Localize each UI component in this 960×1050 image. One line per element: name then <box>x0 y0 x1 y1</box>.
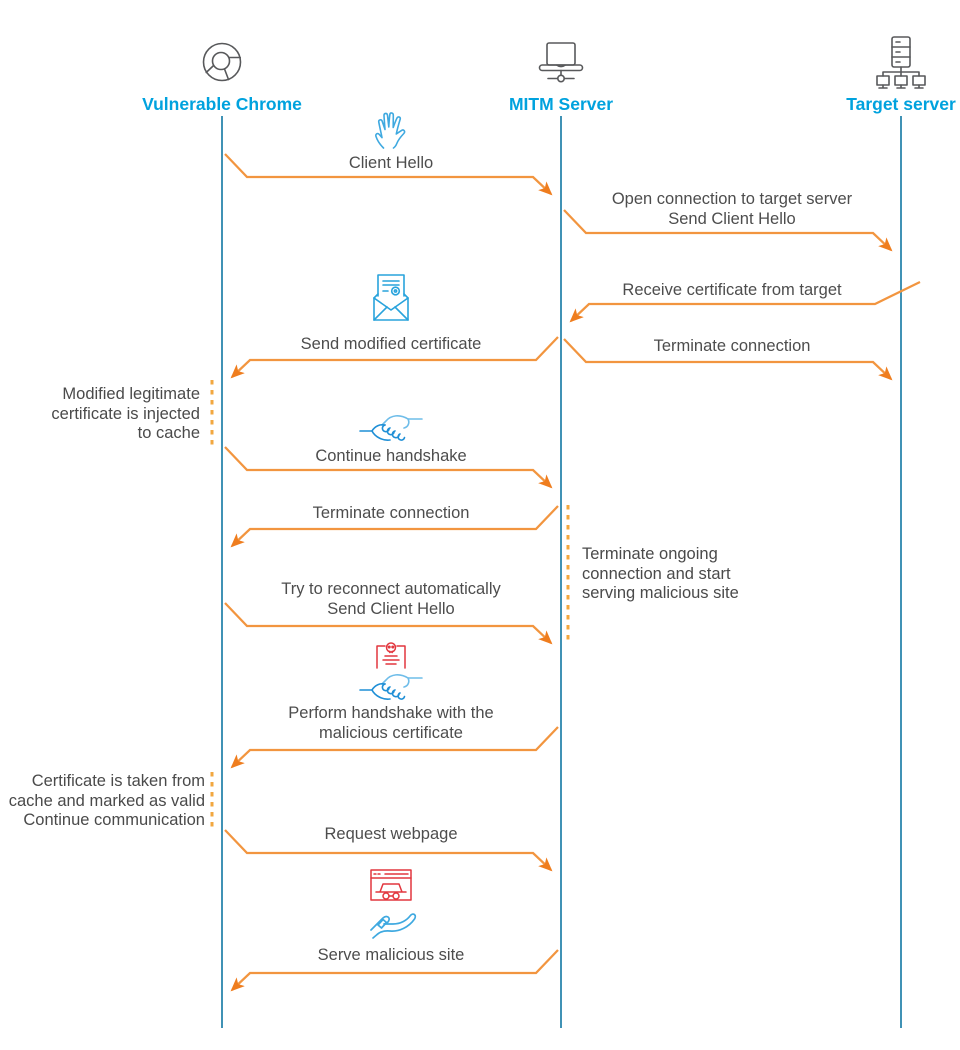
message-label-terminate-connection-target: Terminate connection <box>653 337 811 355</box>
waving-hand-icon <box>375 112 406 149</box>
note-line: Continue communication <box>23 811 205 829</box>
note-line: cache and marked as valid <box>8 791 205 810</box>
note-line: connection and start <box>582 564 731 583</box>
arrow-terminate-connection-target <box>563 338 893 381</box>
message-label-line: malicious certificate <box>319 724 463 742</box>
message-label-line: Send Client Hello <box>327 600 455 618</box>
actor-label-target: Target server <box>846 94 956 114</box>
modified-certificate-envelope-icon <box>373 274 409 321</box>
arrow-request-webpage <box>224 829 553 872</box>
arrow-receive-certificate <box>569 280 921 323</box>
arrow-serve-malicious-site <box>230 949 559 992</box>
message-label-client-hello: Client Hello <box>348 154 434 172</box>
arrow-try-reconnect <box>224 602 553 645</box>
note-line: serving malicious site <box>582 584 739 602</box>
laptop-network-icon <box>538 42 584 83</box>
actor-label-mitm: MITM Server <box>508 94 614 114</box>
chrome-browser-icon <box>202 42 242 82</box>
note-line: Certificate is taken from <box>31 772 205 790</box>
message-label-terminate-connection-chrome: Terminate connection <box>312 504 470 522</box>
handshake-icon <box>359 415 423 441</box>
arrow-open-connection <box>563 209 893 252</box>
message-label-continue-handshake: Continue handshake <box>315 447 467 465</box>
malicious-site-hand-icon <box>370 869 417 939</box>
arrow-perform-handshake <box>230 726 559 769</box>
message-label-line: Send Client Hello <box>668 210 796 228</box>
note-cache-injection: Modified legitimate certificate is injec… <box>51 385 200 444</box>
message-label-line: Perform handshake with the <box>288 704 494 722</box>
note-line: certificate is injected <box>51 404 200 423</box>
message-label-request-webpage: Request webpage <box>324 825 458 843</box>
arrow-client-hello <box>224 153 553 196</box>
note-dash-lines <box>210 380 570 830</box>
note-line: Terminate ongoing <box>582 545 718 563</box>
actor-label-chrome: Vulnerable Chrome <box>142 94 302 114</box>
arrow-send-modified-certificate <box>230 336 559 379</box>
message-label-line: Try to reconnect automatically <box>281 580 501 598</box>
message-label-perform-handshake: Perform handshake with the malicious cer… <box>288 703 493 743</box>
lifelines <box>221 116 902 1028</box>
message-label-open-connection: Open connection to target server Send Cl… <box>612 189 852 229</box>
malicious-certificate-handshake-icon <box>359 642 423 700</box>
message-label-serve-malicious-site: Serve malicious site <box>317 946 465 964</box>
note-cache-trust: Certificate is taken from cache and mark… <box>9 772 205 831</box>
note-line: Modified legitimate <box>62 385 200 403</box>
message-label-receive-certificate: Receive certificate from target <box>622 281 842 299</box>
arrow-terminate-connection-chrome <box>230 505 559 548</box>
server-network-icon <box>876 36 926 89</box>
arrow-continue-handshake <box>224 446 553 489</box>
message-arrows <box>224 153 921 992</box>
note-line: to cache <box>137 424 200 442</box>
message-label-line: Open connection to target server <box>611 190 853 208</box>
note-serve-switch: Terminate ongoing connection and start s… <box>582 545 739 604</box>
message-label-try-reconnect: Try to reconnect automatically Send Clie… <box>281 579 500 619</box>
message-label-send-modified-certificate: Send modified certificate <box>300 335 482 353</box>
